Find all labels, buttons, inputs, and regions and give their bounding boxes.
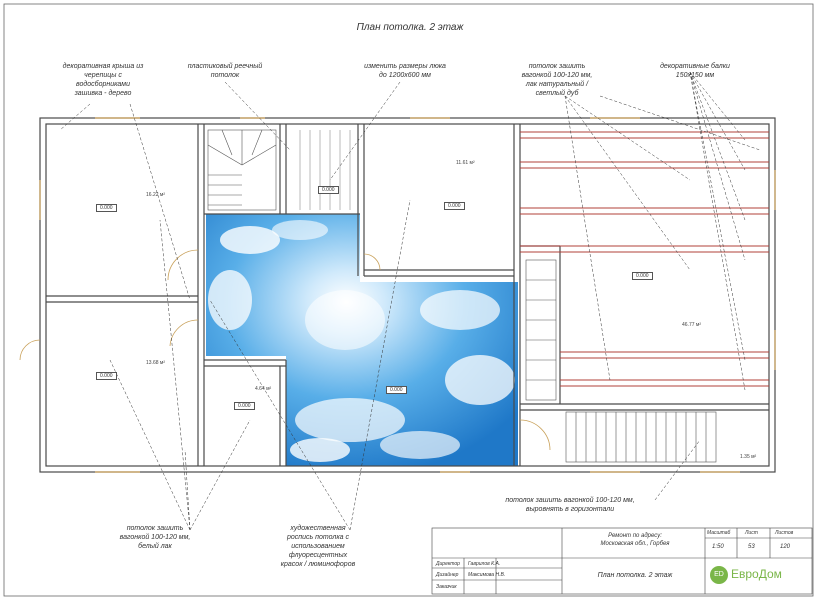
tb-role: Директор bbox=[436, 561, 460, 567]
tb-scale-header: Масштаб bbox=[707, 530, 731, 536]
ceiling-level-tag: 0.000 bbox=[444, 202, 465, 210]
note-art-line: роспись потолка с bbox=[287, 534, 349, 541]
windows bbox=[39, 117, 776, 473]
note-hatch-line: до 1200х600 мм bbox=[378, 72, 431, 79]
room-area: 11.61 м² bbox=[456, 160, 475, 166]
note-ceiling-line: вагонкой 100-120 мм, bbox=[521, 72, 593, 79]
room-area: 1.35 м² bbox=[740, 454, 757, 460]
project-address: Ремонт по адресу: Московская обл., Горбе… bbox=[580, 532, 690, 548]
ceiling-level-tag: 0.000 bbox=[234, 402, 255, 410]
room-area: 13.68 м² bbox=[146, 360, 166, 366]
note-ceiling-line: лак натуральный / bbox=[525, 81, 589, 88]
note-beams-line: декоративные балки bbox=[660, 63, 730, 70]
ceiling-level-tag: 0.000 bbox=[96, 204, 117, 212]
plastic-slat-ceiling bbox=[299, 130, 351, 210]
address-line: Московская обл., Горбея bbox=[600, 541, 670, 547]
tb-scale-value: 1:50 bbox=[712, 544, 724, 550]
note-ceiling-line: светлый дуб bbox=[535, 90, 579, 97]
tb-role: Дизайнер bbox=[436, 572, 459, 578]
note-white-line: белый лак bbox=[138, 543, 172, 550]
note-roof: декоративная крыша из черепицы с водосбо… bbox=[58, 62, 148, 98]
page-title: План потолка. 2 этаж bbox=[356, 22, 464, 33]
staircase-upper bbox=[207, 129, 277, 211]
note-white-line: вагонкой 100-120 мм, bbox=[119, 534, 191, 541]
tb-role: Заказчик bbox=[436, 584, 457, 590]
note-art: художественная роспись потолка с использ… bbox=[258, 524, 378, 569]
sky-ceiling-mural bbox=[206, 214, 518, 466]
note-beams-line: 150х150 мм bbox=[675, 72, 715, 79]
note-beams: декоративные балки 150х150 мм bbox=[640, 62, 750, 80]
ceiling-level-tag: 0.000 bbox=[632, 272, 653, 280]
ceiling-level-tag: 0.000 bbox=[96, 372, 117, 380]
note-roof-line: черепицы с bbox=[84, 72, 122, 79]
walls bbox=[39, 117, 776, 473]
note-white-line: потолок зашить bbox=[126, 525, 184, 532]
staircase-lower bbox=[525, 259, 717, 463]
tb-name: Гаврилов К.А. bbox=[468, 561, 501, 567]
note-roof-line: водосборниками bbox=[75, 81, 130, 88]
note-bottom-line: потолок зашить вагонкой 100-120 мм, bbox=[505, 497, 635, 504]
tb-sheet-header: Лист bbox=[745, 530, 758, 536]
tb-sheet-value: 53 bbox=[748, 544, 755, 550]
address-line: Ремонт по адресу: bbox=[608, 533, 662, 539]
note-art-line: красок / люминофоров bbox=[280, 561, 356, 568]
note-roof-line: декоративная крыша из bbox=[62, 63, 144, 70]
decorative-beams bbox=[520, 131, 769, 387]
note-art-line: использованием bbox=[291, 543, 345, 550]
company-logo-text: ЕвроДом bbox=[731, 567, 782, 581]
note-art-line: художественная bbox=[290, 525, 346, 532]
tb-name: Максимова Н.В. bbox=[468, 572, 506, 578]
ceiling-level-tag: 0.000 bbox=[386, 386, 407, 394]
sheet-border bbox=[3, 3, 814, 597]
title-block-frame bbox=[431, 527, 813, 595]
leader-lines bbox=[59, 71, 761, 531]
note-roof-line: зашивка - дерево bbox=[74, 90, 132, 97]
company-logo-icon: ED bbox=[710, 566, 728, 584]
ceiling-level-tag: 0.000 bbox=[318, 186, 339, 194]
note-plastic-line: потолок bbox=[210, 72, 240, 79]
tb-sheets-header: Листов bbox=[775, 530, 794, 536]
note-white-lining: потолок зашить вагонкой 100-120 мм, белы… bbox=[100, 524, 210, 551]
room-area: 4.64 м² bbox=[255, 386, 272, 392]
note-ceiling-line: потолок зашить bbox=[528, 63, 586, 70]
tb-sheet-name: План потолка. 2 этаж bbox=[597, 572, 673, 579]
room-area: 46.77 м² bbox=[682, 322, 702, 328]
note-hatch: изменить размеры люка до 1200х600 мм bbox=[340, 62, 470, 80]
room-area: 16.22 м² bbox=[146, 192, 166, 198]
tb-sheets-value: 120 bbox=[780, 544, 791, 550]
note-plastic: пластиковый реечный потолок bbox=[170, 62, 280, 80]
note-plastic-line: пластиковый реечный bbox=[187, 63, 263, 70]
note-bottom-line: выровнять в горизонтали bbox=[525, 506, 615, 513]
note-hatch-line: изменить размеры люка bbox=[364, 63, 446, 70]
doors bbox=[19, 249, 551, 451]
note-art-line: флуоресцентных bbox=[288, 552, 348, 559]
note-bottom-lining: потолок зашить вагонкой 100-120 мм, выро… bbox=[480, 496, 660, 514]
note-ceiling-lining: потолок зашить вагонкой 100-120 мм, лак … bbox=[492, 62, 622, 98]
